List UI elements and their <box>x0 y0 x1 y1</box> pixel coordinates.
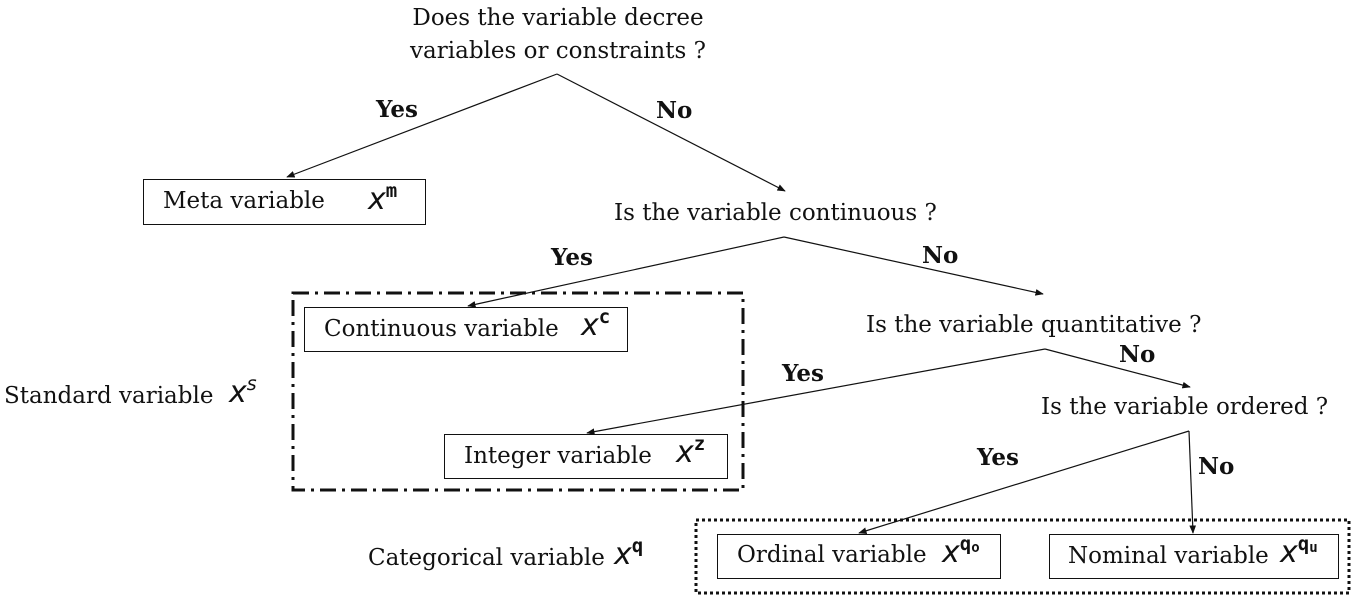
edge-q2-to-q3 <box>783 236 1044 296</box>
nominal-variable-node <box>1049 534 1339 579</box>
meta-variable-label: Meta variable <box>163 188 325 214</box>
integer-variable-node <box>444 434 728 479</box>
answer-yes-q4: Yes <box>977 444 1020 471</box>
meta-variable-symbol: xm <box>368 180 398 217</box>
meta-variable-node <box>143 179 426 225</box>
ordinal-variable-label: Ordinal variable <box>737 542 927 568</box>
edge-q3-to-integer <box>586 348 1046 435</box>
ordinal-variable-node <box>717 534 1001 579</box>
nominal-variable-label: Nominal variable <box>1068 543 1269 569</box>
edge-q4-to-ordinal <box>858 430 1190 534</box>
continuous-variable-label: Continuous variable <box>324 316 559 342</box>
standard-variable-group-label: Standard variable <box>4 383 214 409</box>
edge-q3-to-q4 <box>1044 348 1191 389</box>
integer-variable-symbol: xz <box>676 433 706 470</box>
integer-variable-label: Integer variable <box>464 443 652 469</box>
continuous-variable-symbol: xc <box>581 306 611 343</box>
answer-yes-q3: Yes <box>782 360 825 387</box>
categorical-variable-group-frame <box>694 518 1351 595</box>
categorical-variable-group-label: Categorical variable <box>368 545 605 571</box>
question-decree-line1: Does the variable decree <box>412 5 704 31</box>
question-decree-line2: variables or constraints ? <box>410 38 706 64</box>
nominal-variable-symbol: xqu <box>1280 533 1318 570</box>
edge-q1-to-meta <box>286 73 558 178</box>
standard-variable-group-frame <box>291 291 745 492</box>
answer-no-q1: No <box>656 97 693 124</box>
question-continuous: Is the variable continuous ? <box>614 200 937 226</box>
answer-no-q4: No <box>1198 453 1235 480</box>
answer-no-q3: No <box>1119 341 1156 368</box>
edge-q1-to-q2 <box>556 73 786 192</box>
answer-yes-q1: Yes <box>376 96 419 123</box>
edge-q2-to-continuous <box>467 236 785 308</box>
question-quantitative: Is the variable quantitative ? <box>866 312 1202 338</box>
continuous-variable-node <box>304 307 628 352</box>
answer-no-q2: No <box>922 242 959 269</box>
answer-yes-q2: Yes <box>551 244 594 271</box>
ordinal-variable-symbol: xqo <box>942 533 980 570</box>
categorical-variable-symbol: xq <box>614 535 644 572</box>
standard-variable-symbol: xs <box>229 373 257 410</box>
edge-q4-to-nominal <box>1188 430 1197 534</box>
question-ordered: Is the variable ordered ? <box>1041 394 1329 420</box>
